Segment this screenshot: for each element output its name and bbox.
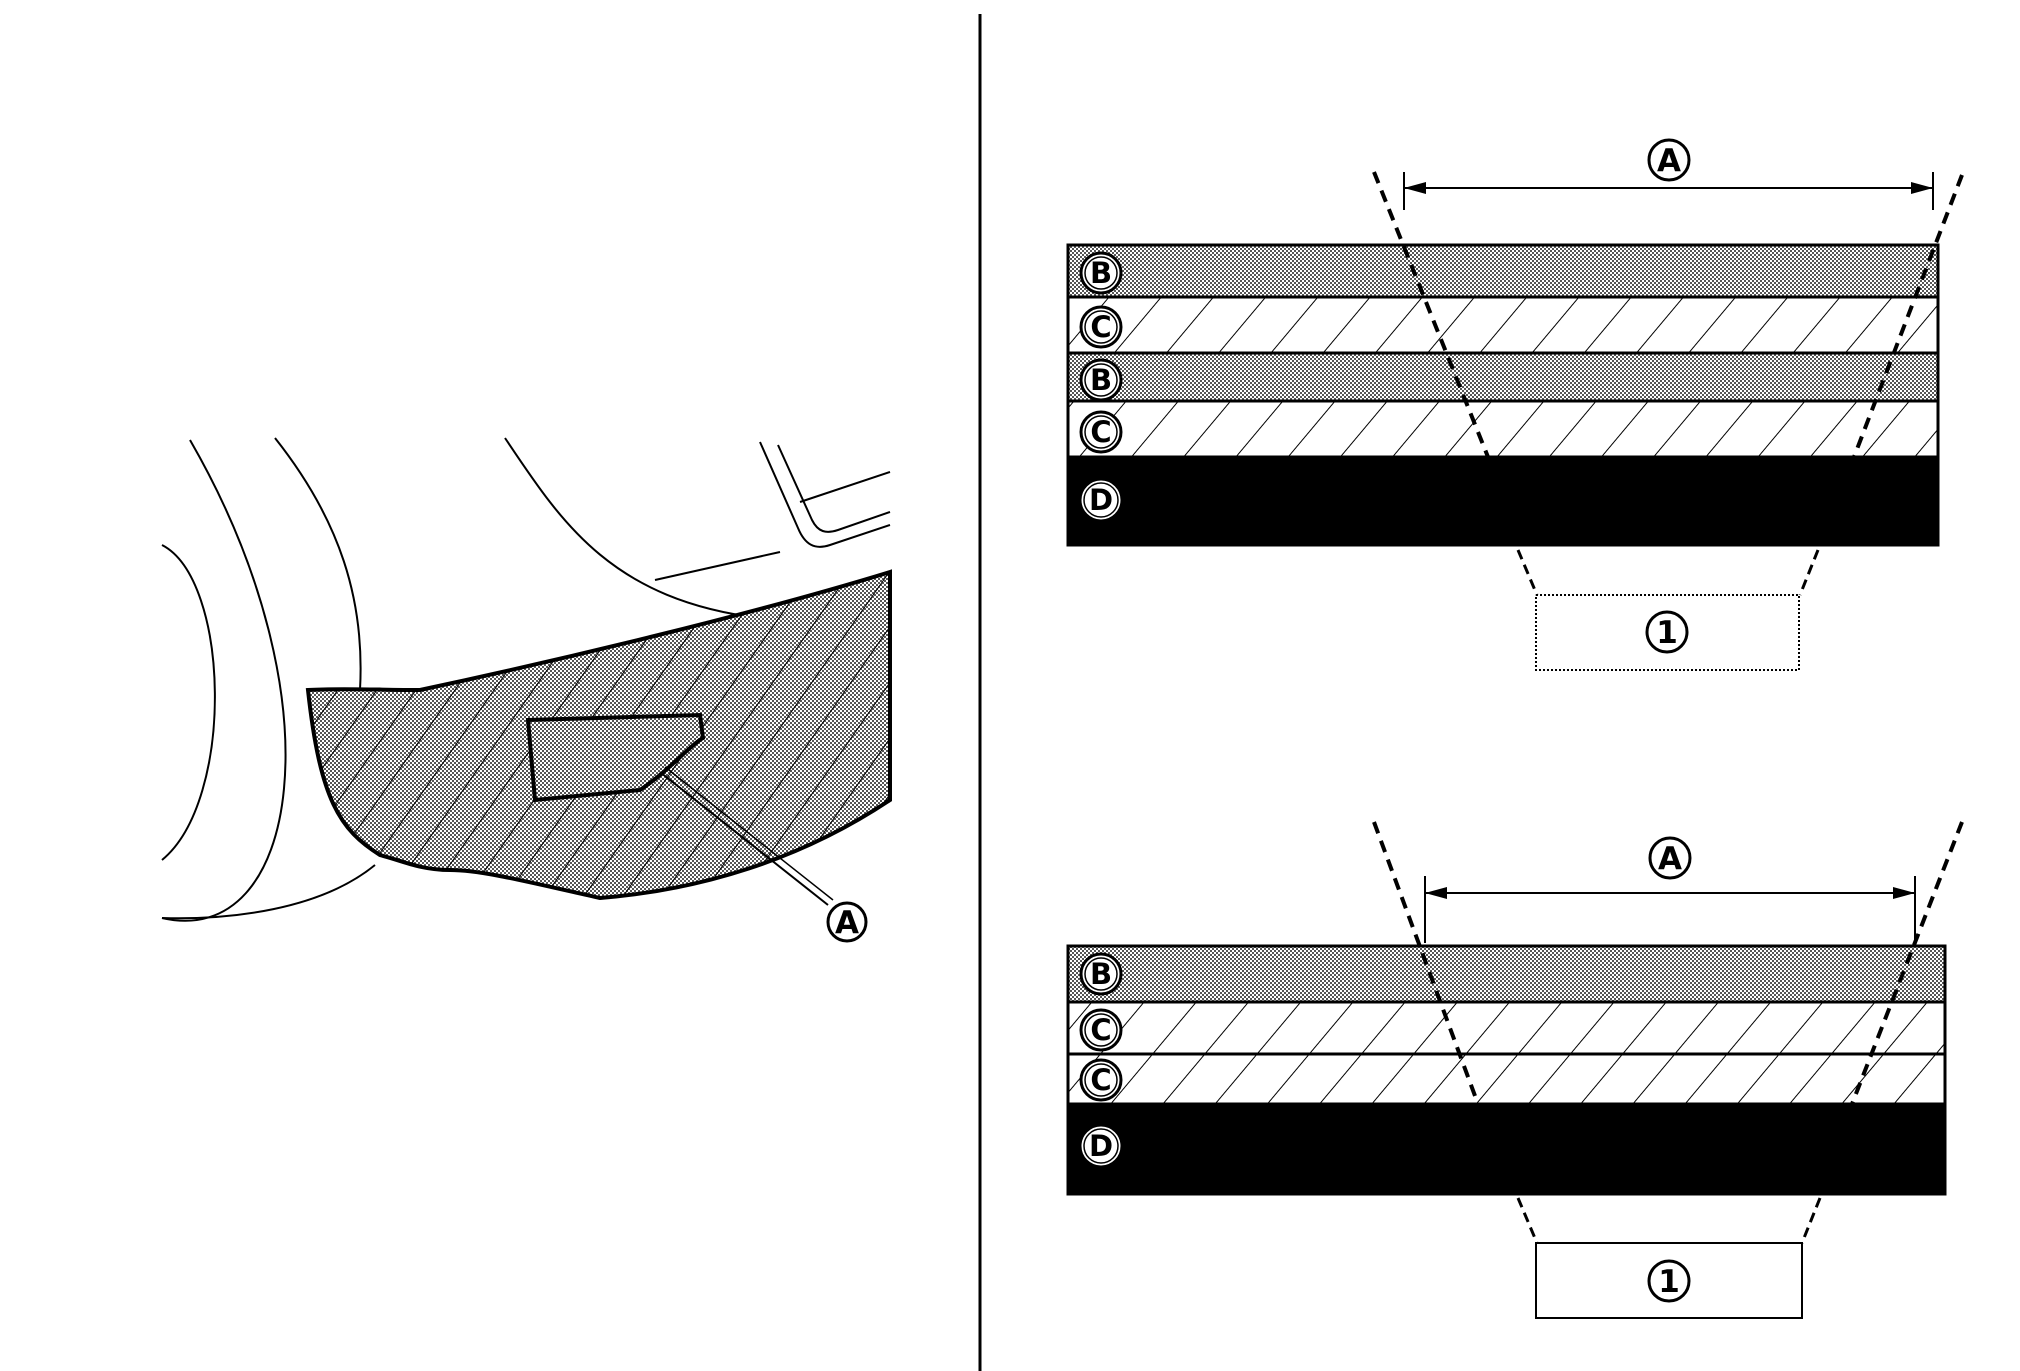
layer-top-2: [1066, 295, 1940, 355]
width-callout-top: A: [1647, 138, 1691, 182]
layer-bottom-1: [1066, 944, 1947, 1004]
bumper-callout-a: A: [826, 901, 868, 943]
taper-line-right-bottom: [1850, 821, 1964, 1105]
grille-line: [654, 551, 781, 581]
svg-text:1: 1: [1656, 615, 1678, 651]
layer-top-5: [1066, 455, 1940, 547]
layer-top-3: [1066, 351, 1940, 403]
svg-text:D: D: [1089, 1129, 1113, 1163]
layer-top-1-callout: B: [1079, 251, 1123, 295]
svg-text:B: B: [1090, 957, 1112, 991]
layer-top-1: [1066, 243, 1940, 299]
layer-bottom-1-callout: B: [1079, 952, 1123, 996]
step-taper-right-bottom: [1800, 1197, 1822, 1244]
step-taper-right-top: [1798, 549, 1820, 596]
headlamp-outer: [759, 441, 891, 548]
fog-lamp-area: [525, 712, 706, 803]
layer-top-4: [1066, 399, 1940, 459]
layer-bottom-2: [1066, 1000, 1947, 1056]
callout-a-leader: [659, 771, 829, 906]
layer-top-4-callout: C: [1079, 410, 1123, 454]
svg-text:A: A: [1657, 143, 1681, 179]
headlamp-top: [799, 471, 891, 503]
bumper-callout-a-label: A: [835, 905, 859, 941]
step-box-bottom: [1535, 1242, 1803, 1319]
taper-line-right-top: [1852, 174, 1964, 458]
taper-line-left-bottom: [1372, 821, 1480, 1105]
svg-text:C: C: [1090, 310, 1111, 344]
fender-arc-outer: [274, 437, 362, 691]
svg-text:1: 1: [1658, 1264, 1680, 1300]
taper-line-left-top: [1372, 171, 1490, 458]
step-callout-bottom: 1: [1647, 1259, 1691, 1303]
step-callout-top: 1: [1645, 610, 1689, 654]
layer-bottom-4: [1066, 1102, 1947, 1196]
svg-text:C: C: [1090, 415, 1111, 449]
svg-text:C: C: [1090, 1013, 1111, 1047]
svg-text:B: B: [1090, 363, 1112, 397]
headlamp-inner: [777, 444, 891, 533]
fender-arc-lower: [161, 864, 376, 920]
layer-diagram-bottom: B C C D A 1: [1066, 821, 1964, 1319]
layer-top-3-callout: B: [1079, 358, 1123, 402]
layer-top-5-callout: D: [1078, 477, 1124, 523]
layer-bottom-3: [1066, 1052, 1947, 1106]
step-taper-left-top: [1516, 549, 1539, 596]
step-box-top: [1535, 594, 1800, 671]
layer-diagram-top: B C B C D: [1066, 138, 1964, 671]
layer-top-2-callout: C: [1079, 305, 1123, 349]
step-taper-left-bottom: [1516, 1197, 1539, 1244]
tire-inner-arc: [161, 544, 216, 861]
layer-bottom-2-callout: C: [1079, 1008, 1123, 1052]
tire-outer-arc: [161, 439, 287, 922]
bumper-illustration: [161, 437, 892, 922]
svg-text:D: D: [1089, 483, 1113, 517]
width-callout-bottom: A: [1648, 836, 1692, 880]
svg-text:C: C: [1090, 1063, 1111, 1097]
svg-text:B: B: [1090, 256, 1112, 290]
layer-bottom-4-callout: D: [1078, 1123, 1124, 1169]
svg-text:A: A: [1658, 841, 1682, 877]
layer-bottom-3-callout: C: [1079, 1058, 1123, 1102]
